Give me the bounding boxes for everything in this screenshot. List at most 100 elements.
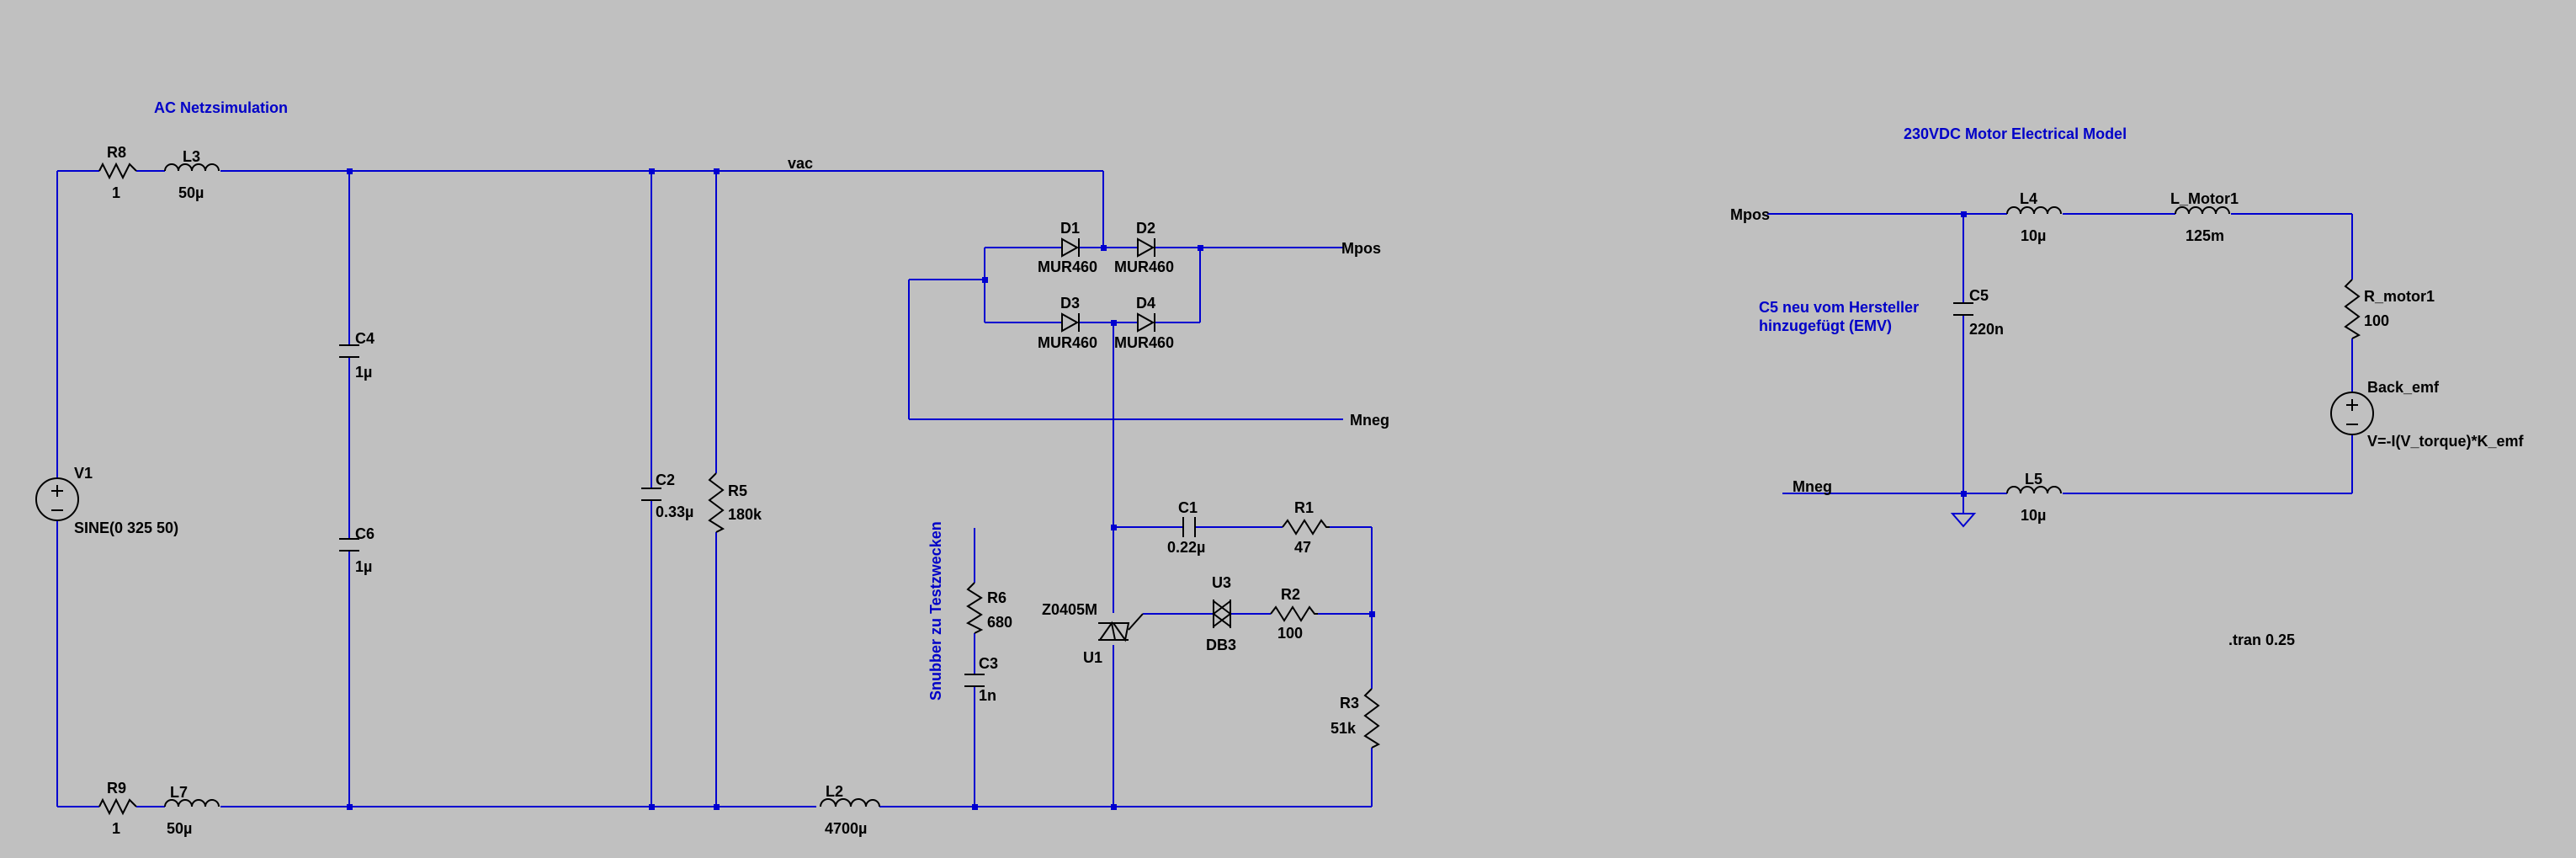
resistor-r3[interactable] [1363,688,1381,749]
label-back-emf-name: Back_emf [2367,379,2440,396]
label-d1-value: MUR460 [1038,258,1097,275]
label-r2-name: R2 [1281,586,1300,603]
label-d2-value: MUR460 [1114,258,1174,275]
resistor-r6[interactable] [965,582,984,634]
ac-wires [56,170,1372,807]
diac-u3[interactable] [1212,600,1232,628]
capacitor-c6[interactable] [339,538,359,552]
label-c2-value: 0.33µ [656,504,693,520]
resistor-r5[interactable] [708,472,725,533]
resistor-r9[interactable] [98,797,137,816]
label-c3-name: C3 [979,655,998,672]
label-c5-name: C5 [1969,287,1989,304]
label-l5-value: 10µ [2021,507,2046,524]
label-v1-name: V1 [74,465,93,482]
resistor-r-motor1[interactable] [2344,279,2361,339]
ground-icon [1950,513,1977,528]
label-l2-name: L2 [826,783,843,800]
bridge-wires [908,247,1373,807]
triac-u1[interactable] [1098,613,1144,642]
label-r3-name: R3 [1340,695,1359,711]
net-label-mneg-motor[interactable]: Mneg [1793,478,1832,495]
voltage-source-v1[interactable] [35,477,79,521]
label-c1-value: 0.22µ [1167,539,1205,556]
net-label-mneg[interactable]: Mneg [1350,412,1389,429]
spice-directive-tran[interactable]: .tran 0.25 [2228,632,2295,648]
net-label-mpos[interactable]: Mpos [1341,240,1381,257]
inductor-l7[interactable] [164,799,220,807]
label-c6-name: C6 [355,525,374,542]
inductor-l5[interactable] [2006,486,2062,494]
label-d3-name: D3 [1060,295,1080,312]
label-r6-value: 680 [987,614,1012,631]
label-l-motor1-name: L_Motor1 [2170,190,2239,207]
capacitor-c5[interactable] [1953,302,1973,316]
label-u1-value: Z0405M [1042,601,1097,618]
label-r-motor1-name: R_motor1 [2364,288,2435,305]
resistor-r8[interactable] [98,162,137,180]
capacitor-c4[interactable] [339,344,359,358]
resistor-r1[interactable] [1282,519,1330,536]
note-motor-title: 230VDC Motor Electrical Model [1904,125,2127,142]
label-r5-name: R5 [728,482,747,499]
label-r8-value: 1 [112,184,120,201]
label-u3-value: DB3 [1206,637,1236,653]
motor-wires [1767,213,2353,514]
note-snubber: Snubber zu Testzwecken [927,521,944,701]
label-r5-value: 180k [728,506,762,523]
label-r3-value: 51k [1330,720,1357,737]
diode-d3[interactable] [1061,312,1080,333]
label-l3-name: L3 [183,148,200,165]
label-l2-value: 4700µ [825,820,867,837]
label-l3-value: 50µ [178,184,204,201]
note-ac-title: AC Netzsimulation [154,99,288,116]
label-r9-value: 1 [112,820,120,837]
diode-d4[interactable] [1137,312,1155,333]
inductor-l-motor1[interactable] [2175,206,2230,215]
label-r1-name: R1 [1294,499,1314,516]
label-c4-name: C4 [355,330,374,347]
label-c4-value: 1µ [355,364,372,381]
capacitor-c2[interactable] [641,488,661,501]
label-l4-name: L4 [2020,190,2037,207]
label-d4-value: MUR460 [1114,334,1174,351]
label-c6-value: 1µ [355,558,372,575]
label-l5-name: L5 [2025,471,2042,488]
label-v1-value: SINE(0 325 50) [74,520,178,536]
label-back-emf-value: V=-I(V_torque)*K_emf [2367,433,2525,450]
label-c5-value: 220n [1969,321,2004,338]
inductor-l4[interactable] [2006,206,2062,215]
inductor-l3[interactable] [164,163,220,172]
label-u3-name: U3 [1212,574,1231,591]
label-d2-name: D2 [1136,220,1155,237]
label-r6-name: R6 [987,589,1006,606]
net-label-vac[interactable]: vac [788,155,813,172]
label-l-motor1-value: 125m [2186,227,2224,244]
label-r1-value: 47 [1294,539,1311,556]
label-r8-name: R8 [107,144,126,161]
label-l7-value: 50µ [167,820,192,837]
label-d3-value: MUR460 [1038,334,1097,351]
label-r-motor1-value: 100 [2364,312,2389,329]
label-c3-value: 1n [979,687,996,704]
label-d1-name: D1 [1060,220,1080,237]
capacitor-c3[interactable] [964,674,985,687]
label-u1-name: U1 [1083,649,1102,666]
label-c1-name: C1 [1178,499,1198,516]
label-l4-value: 10µ [2021,227,2046,244]
junction-dots [347,168,1967,810]
label-d4-name: D4 [1136,295,1155,312]
diode-d1[interactable] [1061,237,1080,258]
capacitor-c1[interactable] [1182,517,1196,537]
net-label-mpos-motor[interactable]: Mpos [1730,206,1770,223]
label-c2-name: C2 [656,472,675,488]
label-l7-name: L7 [170,784,188,801]
voltage-source-back-emf[interactable] [2330,392,2374,435]
resistor-r2[interactable] [1270,605,1318,622]
diode-d2[interactable] [1137,237,1155,258]
note-c5-line2: hinzugefügt (EMV) [1759,317,1892,334]
label-r2-value: 100 [1277,625,1303,642]
inductor-l2[interactable] [820,798,880,807]
label-r9-name: R9 [107,780,126,797]
